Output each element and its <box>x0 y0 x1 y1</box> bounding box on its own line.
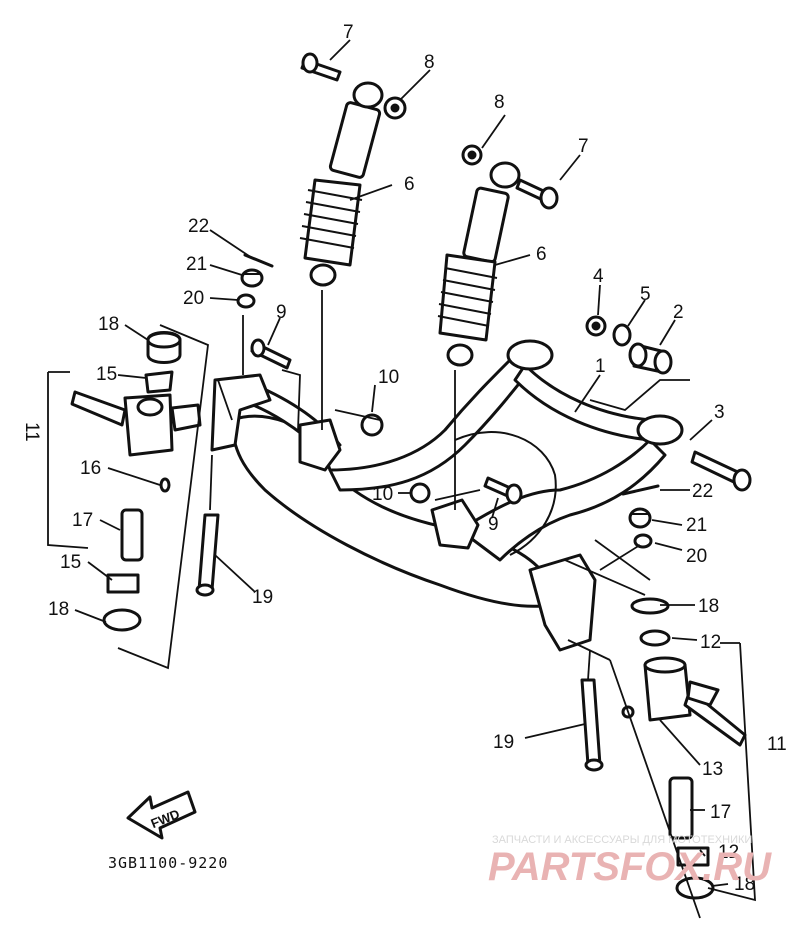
callout-1: 1 <box>595 356 606 377</box>
callout-17: 17 <box>710 802 731 823</box>
bolt-3 <box>690 450 752 492</box>
watermark: ЗАПЧАСТИ И АКСЕССУАРЫ ДЛЯ МОТОТЕХНИКИ PA… <box>488 834 772 889</box>
callout-11: 11 <box>767 734 787 755</box>
callout-4: 4 <box>593 266 604 287</box>
callout-21: 21 <box>186 254 207 275</box>
washer-20-right <box>633 533 653 549</box>
callout-13: 13 <box>702 759 723 780</box>
callout-6: 6 <box>404 174 415 195</box>
callout-17: 17 <box>72 510 93 531</box>
watermark-logo: PARTSFOX.RU <box>488 845 772 889</box>
callout-8: 8 <box>494 92 505 113</box>
castle-nut-21-left <box>240 268 264 288</box>
kingpin-19-left <box>195 513 220 597</box>
callout-20: 20 <box>686 546 707 567</box>
bolt-7-left <box>300 52 342 82</box>
callout-18: 18 <box>698 596 719 617</box>
right-knuckle-assembly <box>621 597 747 900</box>
callout-22: 22 <box>692 481 713 502</box>
callout-20: 20 <box>183 288 204 309</box>
callout-15: 15 <box>96 364 117 385</box>
callout-9: 9 <box>276 302 287 323</box>
callout-19: 19 <box>252 587 273 608</box>
callout-12: 12 <box>700 632 721 653</box>
callout-12: 12 <box>718 842 739 863</box>
callout-7: 7 <box>578 136 589 157</box>
drawing-code: 3GB1100-9220 <box>108 854 228 872</box>
callout-10: 10 <box>372 484 393 505</box>
callout-16: 16 <box>80 458 101 479</box>
bolt-9-left <box>250 338 292 370</box>
a-arm-frame <box>210 339 684 652</box>
left-knuckle-assembly <box>70 331 202 632</box>
callout-3: 3 <box>714 402 725 423</box>
bushing-2 <box>628 342 673 375</box>
callout-18: 18 <box>734 874 755 895</box>
callout-21: 21 <box>686 515 707 536</box>
callout-5: 5 <box>640 284 651 305</box>
watermark-caption: ЗАПЧАСТИ И АКСЕССУАРЫ ДЛЯ МОТОТЕХНИКИ <box>492 834 752 846</box>
callout-15: 15 <box>60 552 81 573</box>
callout-8: 8 <box>424 52 435 73</box>
callout-18: 18 <box>48 599 69 620</box>
bolt-9-right <box>483 476 523 505</box>
callout-9: 9 <box>488 514 499 535</box>
washer-5 <box>612 323 632 347</box>
shock-absorber-right <box>437 161 521 367</box>
kingpin-19-right <box>580 678 604 772</box>
callout-19: 19 <box>493 732 514 753</box>
callout-18: 18 <box>98 314 119 335</box>
shock-absorber-left <box>299 81 384 287</box>
bolt-7-right <box>515 178 559 210</box>
callout-6: 6 <box>536 244 547 265</box>
fwd-arrow-icon: FWD <box>126 790 197 840</box>
nut-4 <box>585 315 607 337</box>
callout-11: 11 <box>21 422 42 442</box>
washer-20-left <box>236 293 256 309</box>
callout-labels: 7 8 6 8 7 6 4 5 2 1 3 22 21 20 18 12 11 … <box>21 22 787 895</box>
callout-22: 22 <box>188 216 209 237</box>
callout-2: 2 <box>673 302 684 323</box>
callout-7: 7 <box>343 22 354 43</box>
nut-8-right <box>461 144 483 166</box>
nut-10-lower <box>409 482 431 504</box>
callout-10: 10 <box>378 367 399 388</box>
nut-8-left <box>383 96 407 120</box>
castle-nut-21-right <box>628 507 652 529</box>
cotter-pin-22-right <box>621 484 660 496</box>
leader-lines <box>47 39 756 919</box>
